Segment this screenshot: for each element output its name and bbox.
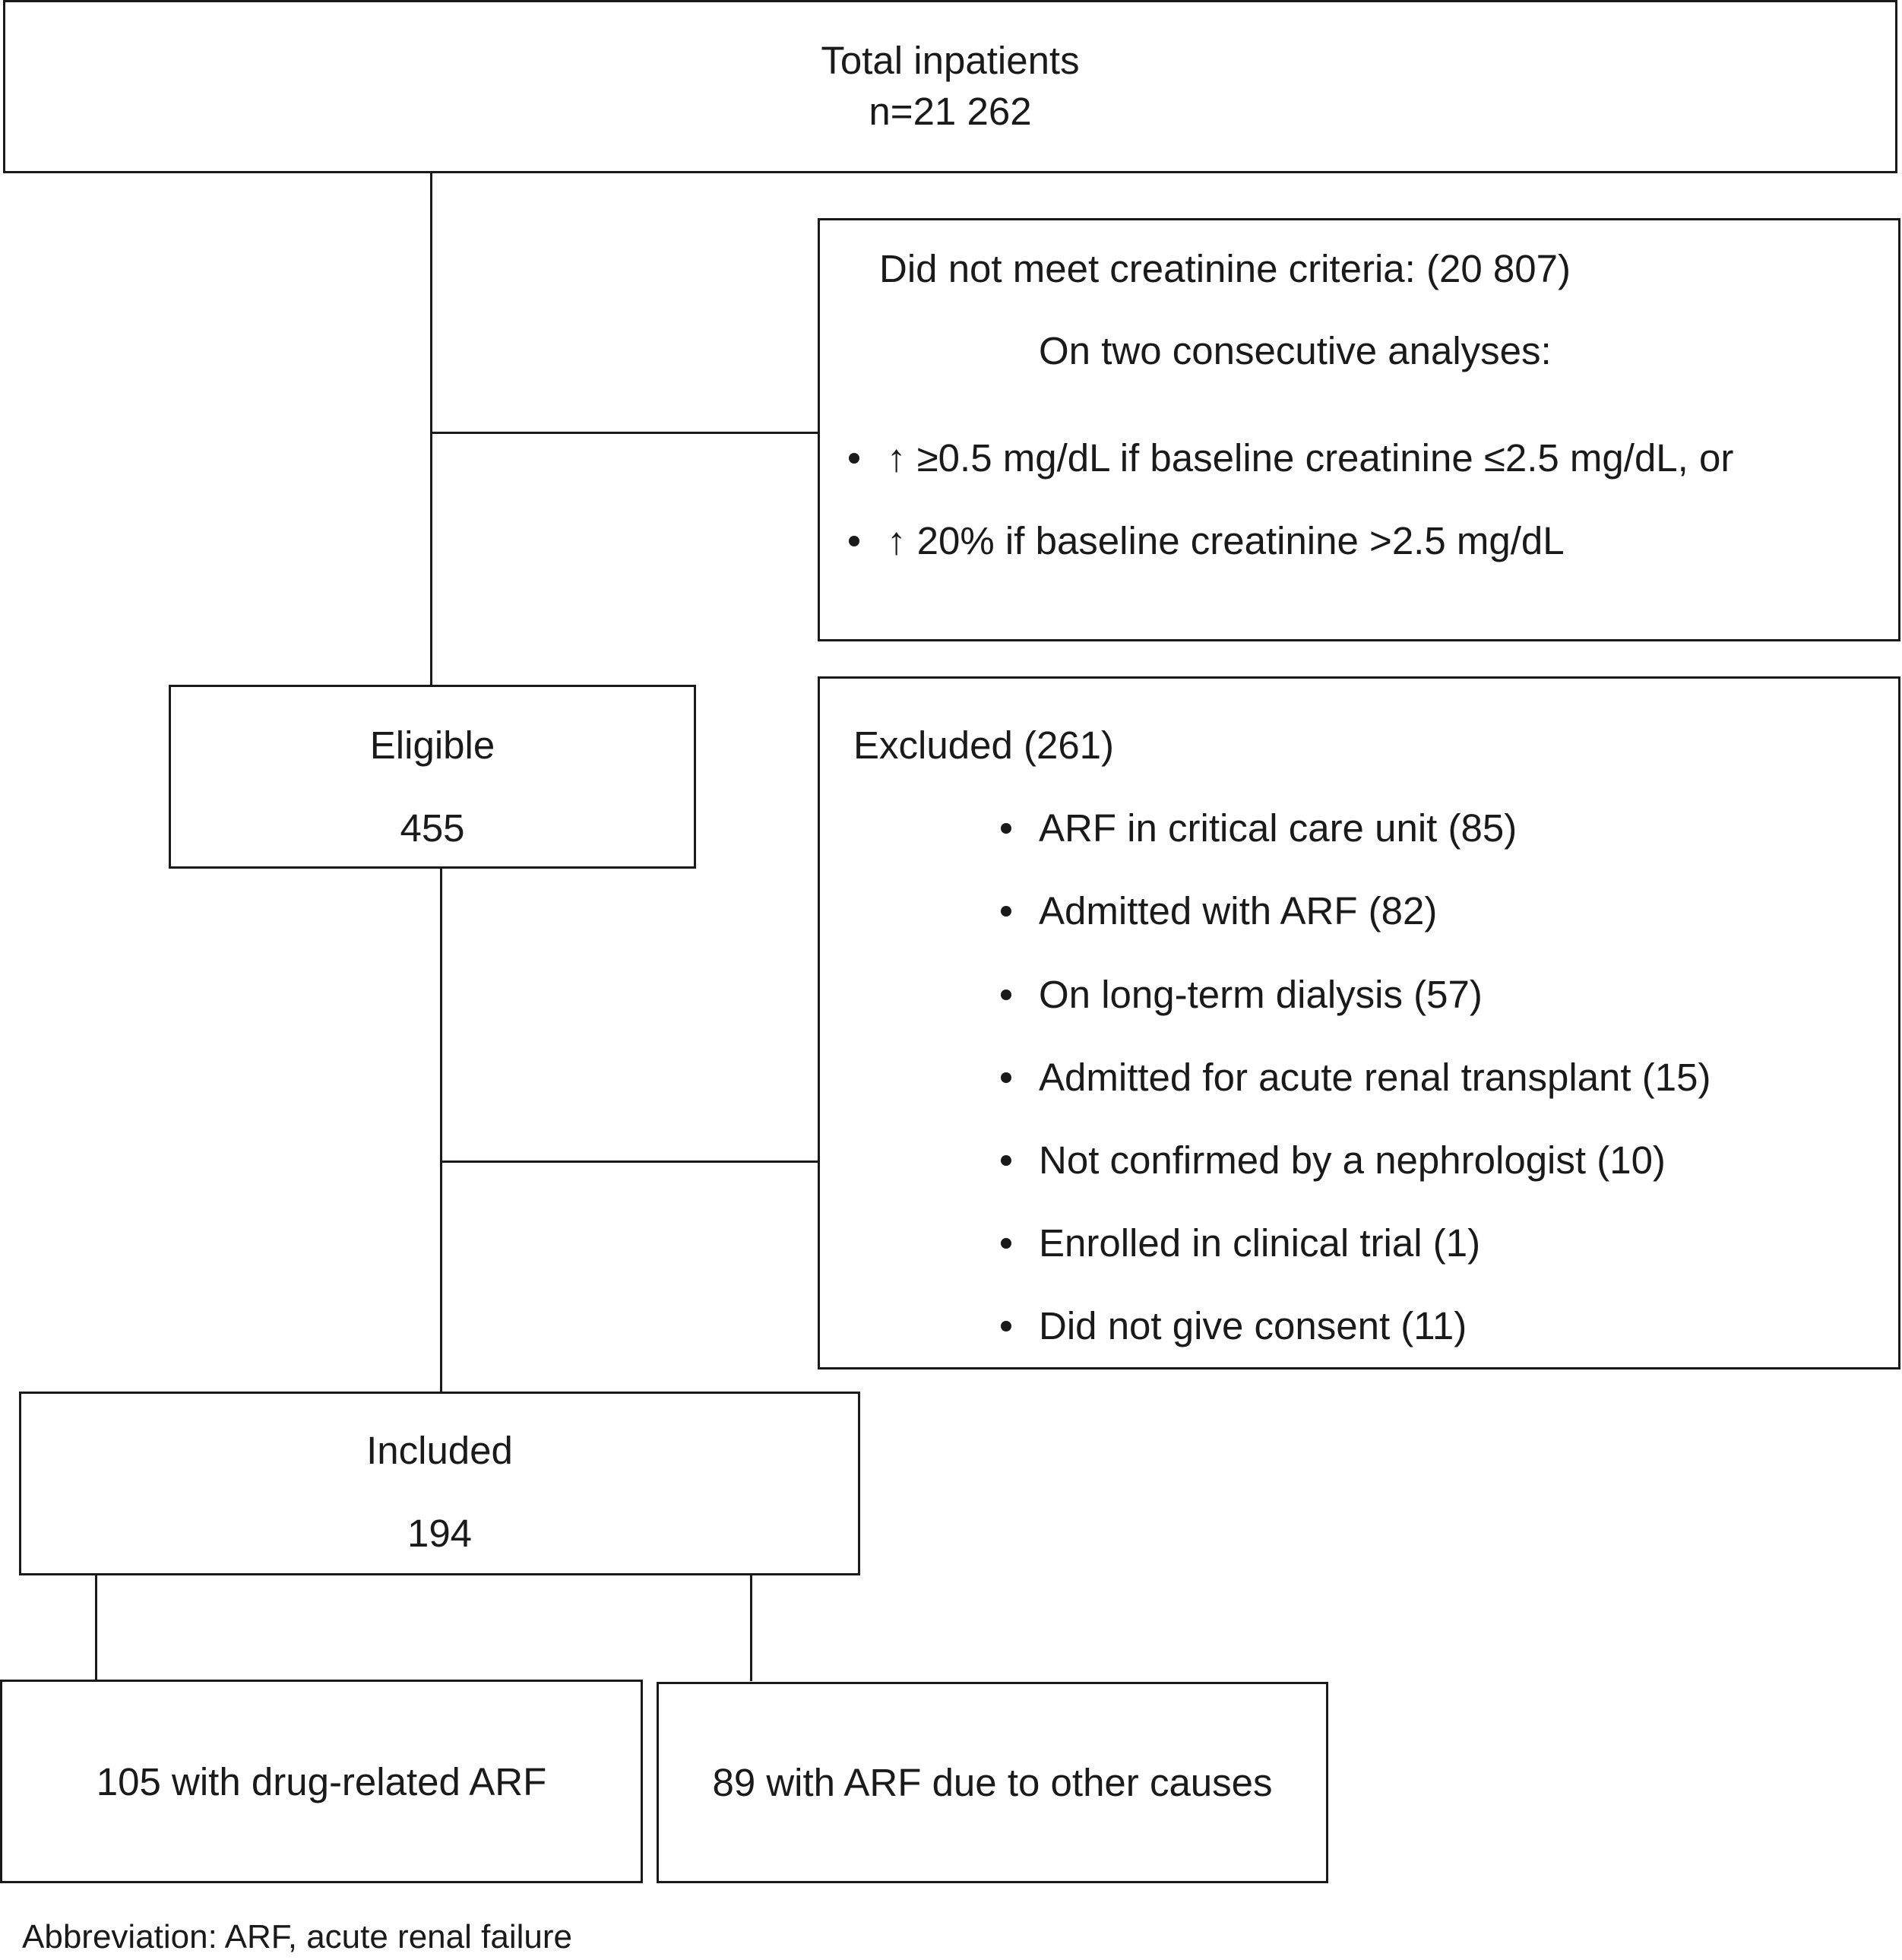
excluded-bullet: Admitted with ARF (82) (1001, 888, 1437, 934)
creatinine-bullet: ↑ 20% if baseline creatinine >2.5 mg/dL (849, 518, 1565, 564)
connector-included-to-drug (95, 1574, 97, 1681)
connector-to-creatinine-box (430, 432, 819, 434)
total-inpatients-box: Total inpatients n=21 262 (3, 0, 1897, 173)
included-label: Included (366, 1429, 513, 1472)
bullet-dot-icon (1001, 1154, 1011, 1166)
connector-total-to-eligible (430, 172, 432, 686)
drug-related-arf-label: 105 with drug-related ARF (96, 1760, 547, 1803)
eligible-count: 455 (400, 806, 465, 850)
other-causes-arf-box: 89 with ARF due to other causes (657, 1682, 1328, 1883)
bullet-dot-icon (1001, 1320, 1011, 1331)
connector-eligible-to-included (440, 867, 442, 1393)
included-count: 194 (407, 1512, 473, 1555)
excluded-bullet: Admitted for acute renal transplant (15) (1001, 1055, 1711, 1100)
bullet-dot-icon (1001, 1072, 1011, 1083)
excluded-bullet: Not confirmed by a nephrologist (10) (1001, 1138, 1666, 1183)
connector-to-excluded-box (440, 1160, 819, 1163)
creatinine-criteria-box: Did not meet creatinine criteria: (20 80… (818, 218, 1900, 641)
creatinine-subtitle: On two consecutive analyses: (1039, 329, 1552, 372)
connector-included-to-other (750, 1574, 752, 1681)
bullet-dot-icon (849, 452, 859, 464)
bullet-dot-icon (1001, 822, 1011, 834)
excluded-bullet: Enrolled in clinical trial (1) (1001, 1221, 1480, 1266)
bullet-dot-icon (1001, 905, 1011, 917)
creatinine-title: Did not meet creatinine criteria: (20 80… (879, 247, 1571, 290)
creatinine-bullet: ↑ ≥0.5 mg/dL if baseline creatinine ≤2.5… (849, 435, 1733, 481)
total-inpatients-label: Total inpatients (821, 39, 1080, 82)
excluded-bullet: ARF in critical care unit (85) (1001, 806, 1517, 851)
abbreviation-footnote: Abbreviation: ARF, acute renal failure (22, 1918, 572, 1955)
excluded-title: Excluded (261) (853, 724, 1115, 767)
total-inpatients-count: n=21 262 (869, 90, 1032, 133)
eligible-label: Eligible (369, 724, 495, 767)
excluded-bullet: Did not give consent (11) (1001, 1303, 1467, 1349)
bullet-dot-icon (1001, 1237, 1011, 1249)
excluded-box: Excluded (261) ARF in critical care unit… (818, 676, 1900, 1369)
excluded-bullet: On long-term dialysis (57) (1001, 972, 1483, 1018)
drug-related-arf-box: 105 with drug-related ARF (0, 1680, 643, 1883)
eligible-box: Eligible 455 (169, 685, 696, 869)
bullet-dot-icon (1001, 989, 1011, 1000)
other-causes-arf-label: 89 with ARF due to other causes (712, 1761, 1273, 1804)
bullet-dot-icon (849, 535, 859, 546)
included-box: Included 194 (19, 1392, 860, 1575)
